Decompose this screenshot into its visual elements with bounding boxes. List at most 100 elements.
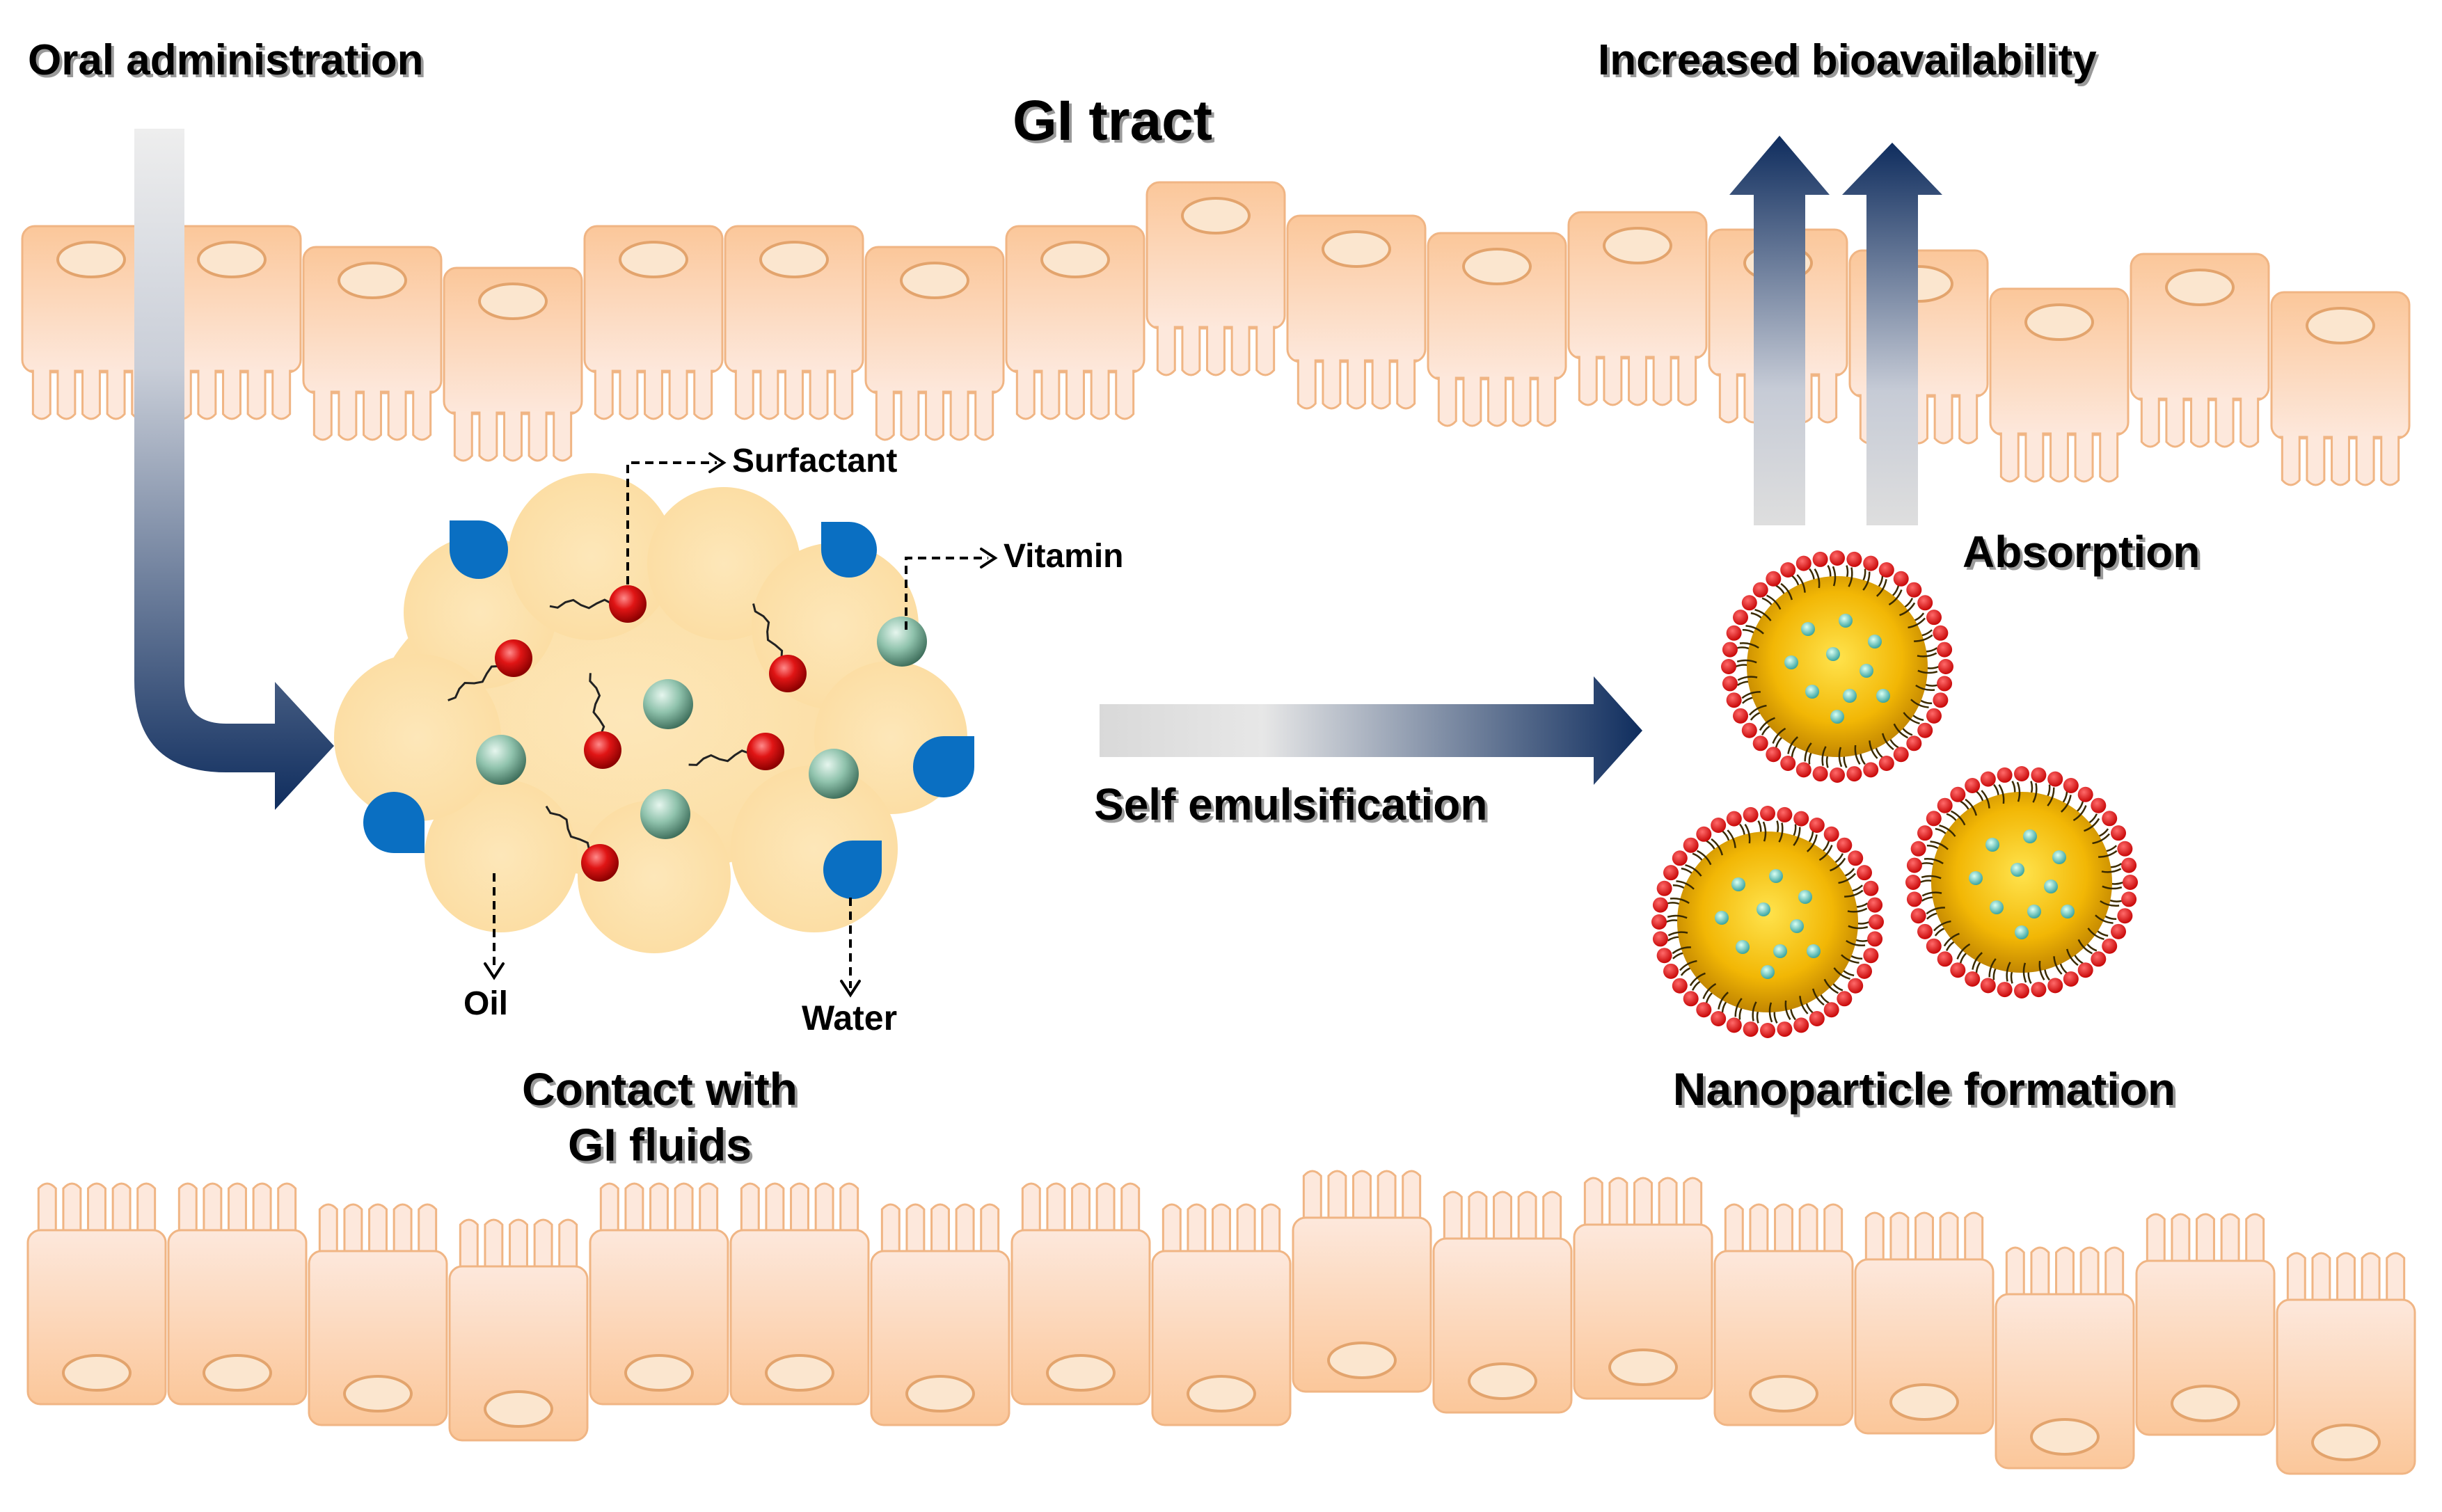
nucleus [2024, 303, 2094, 341]
nucleus [478, 282, 548, 320]
epithelial-cell [870, 1203, 1010, 1426]
epithelial-cell [1010, 1182, 1151, 1406]
water-drop-icon [823, 841, 882, 899]
labels: Oral administration Oral administration … [28, 36, 2203, 1173]
nucleus [56, 241, 126, 278]
nanoparticle-icon [1905, 766, 2138, 998]
nucleus [765, 1354, 834, 1392]
water-drop-icon [821, 522, 877, 578]
epithelial-cell [724, 225, 864, 420]
vitamin-sphere-icon [476, 735, 526, 785]
epithelial-cell [1713, 1203, 1854, 1426]
epithelial-cell [167, 1182, 308, 1406]
water-drops [363, 520, 974, 899]
nucleus [1046, 1354, 1116, 1392]
nanoparticle-icon [1721, 550, 1953, 783]
nucleus [1749, 1375, 1818, 1412]
epithelial-cell [2130, 253, 2270, 448]
svg-text:GI fluids: GI fluids [571, 1122, 754, 1173]
water-label: Water [802, 998, 897, 1037]
absorption-label: Absorption [1963, 527, 2200, 577]
bottom-epithelium [26, 1170, 2416, 1475]
contact-label-line1: Contact with [522, 1063, 798, 1115]
nucleus [484, 1390, 553, 1428]
nucleus [1327, 1342, 1397, 1379]
surfactant-molecule-icon [581, 844, 619, 882]
epithelial-cell [1005, 225, 1145, 420]
svg-text:Contact with: Contact with [525, 1066, 800, 1117]
oil-blob [334, 473, 967, 953]
water-drop-icon [363, 792, 425, 853]
nucleus [1468, 1362, 1537, 1400]
epithelial-cell [1989, 287, 2130, 483]
epithelial-cell [448, 1218, 589, 1442]
vitamin-sphere-icon [640, 789, 690, 839]
self-emulsification-label: Self emulsification [1094, 779, 1487, 829]
contact-label-line2: GI fluids [568, 1119, 752, 1170]
nucleus [203, 1354, 272, 1392]
oil-label: Oil [463, 985, 508, 1022]
nucleus [62, 1354, 132, 1392]
epithelial-cell [1567, 211, 1708, 406]
svg-text:Self emulsification: Self emulsification [1097, 782, 1490, 832]
epithelial-cell [864, 246, 1005, 441]
vitamin-sphere-icon [643, 679, 693, 729]
nanoparticle-icon [1651, 806, 1884, 1038]
nucleus [759, 241, 829, 278]
epithelial-cell [589, 1182, 729, 1406]
nanoparticles [1651, 550, 2138, 1038]
epithelial-cell [729, 1182, 870, 1406]
increased-bioavailability-label: Increased bioavailability [1598, 36, 2097, 84]
nucleus [338, 262, 407, 299]
vitamin-sphere-icon [877, 616, 927, 667]
surfactant-molecule-icon [495, 639, 532, 677]
nucleus [1462, 248, 1532, 285]
oral-administration-label: Oral administration [28, 36, 423, 84]
epithelial-cell [1432, 1191, 1573, 1414]
nucleus [2030, 1418, 2100, 1456]
nucleus [2311, 1424, 2381, 1461]
top-epithelium [21, 181, 2411, 486]
pointer-heads [484, 452, 998, 998]
epithelial-cell [302, 246, 443, 441]
nucleus [1889, 1383, 1959, 1421]
nucleus [2306, 307, 2375, 344]
surfactant-molecule-icon [747, 733, 784, 770]
water-drop-icon [450, 520, 508, 579]
epithelial-cell [2270, 291, 2411, 486]
surfactant-label: Surfactant [732, 443, 897, 479]
epithelial-cell [1292, 1170, 1432, 1393]
nucleus [2165, 269, 2235, 306]
epithelial-cell [161, 225, 302, 420]
epithelial-cell [443, 266, 583, 462]
surfactant-pointer [626, 461, 717, 584]
epithelial-cell [1151, 1203, 1292, 1426]
nucleus [1322, 230, 1391, 268]
nucleus [2171, 1385, 2240, 1422]
svg-text:Nanoparticle formation: Nanoparticle formation [1676, 1066, 2178, 1117]
nucleus [905, 1375, 975, 1412]
nucleus [624, 1354, 694, 1392]
surfactant-molecule-icon [584, 731, 621, 769]
absorption-arrows [1729, 136, 1942, 525]
epithelial-cell [1427, 232, 1567, 427]
epithelial-cell [26, 1182, 167, 1406]
svg-text:Oral administration: Oral administration [31, 39, 426, 87]
gi-tract-label: GI tract [1013, 89, 1212, 152]
oil-cluster [334, 473, 974, 953]
nucleus [1181, 197, 1251, 234]
pointer-lines [493, 461, 988, 988]
nucleus [619, 241, 688, 278]
vitamin-label: Vitamin [1004, 538, 1124, 575]
molecules [447, 585, 927, 882]
epithelial-cell [1573, 1177, 1713, 1400]
nucleus [1040, 241, 1110, 278]
epithelial-cell [308, 1203, 448, 1426]
svg-text:GI tract: GI tract [1015, 92, 1215, 155]
svg-text:Increased bioavailability: Increased bioavailability [1601, 39, 2100, 87]
epithelial-cell [1145, 181, 1286, 376]
nucleus [1608, 1348, 1678, 1386]
epithelial-cell [1995, 1246, 2135, 1470]
epithelial-cell [2276, 1252, 2416, 1475]
